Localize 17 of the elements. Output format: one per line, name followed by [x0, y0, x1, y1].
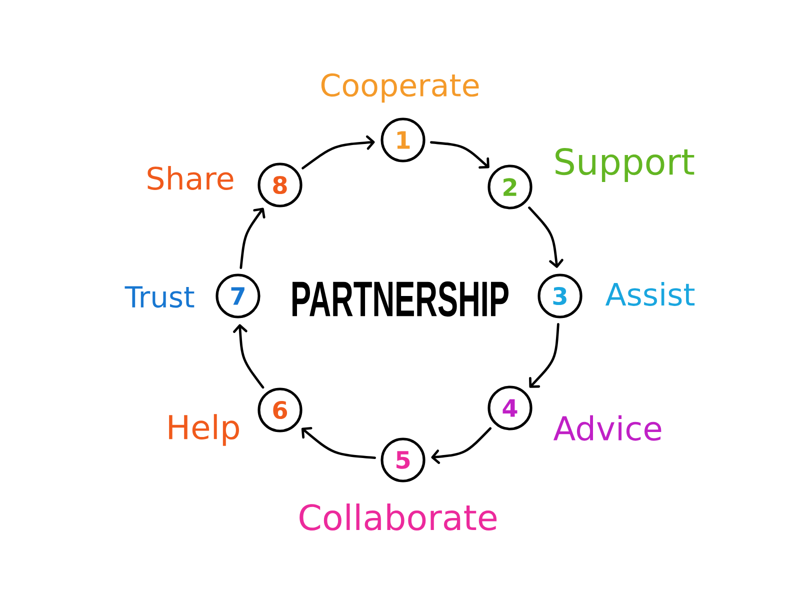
- arrow: [240, 208, 266, 270]
- arrow: [528, 206, 564, 268]
- label-text: Share: [148, 166, 234, 190]
- label-text: Assist: [605, 282, 695, 306]
- arrow: [301, 427, 376, 459]
- arrow: [302, 135, 375, 170]
- label-text: Advice: [553, 415, 662, 441]
- arrow: [430, 141, 490, 169]
- arrow: [529, 323, 560, 388]
- label-text: Help: [169, 414, 239, 446]
- label-text: Collaborate: [300, 504, 497, 530]
- arrow: [431, 427, 492, 464]
- label-text: Trust: [124, 286, 194, 308]
- label-text: Support: [556, 148, 694, 182]
- label-text: Cooperate: [321, 73, 479, 103]
- arrow: [232, 324, 264, 389]
- title-text: PARTNERSHIP: [292, 281, 508, 317]
